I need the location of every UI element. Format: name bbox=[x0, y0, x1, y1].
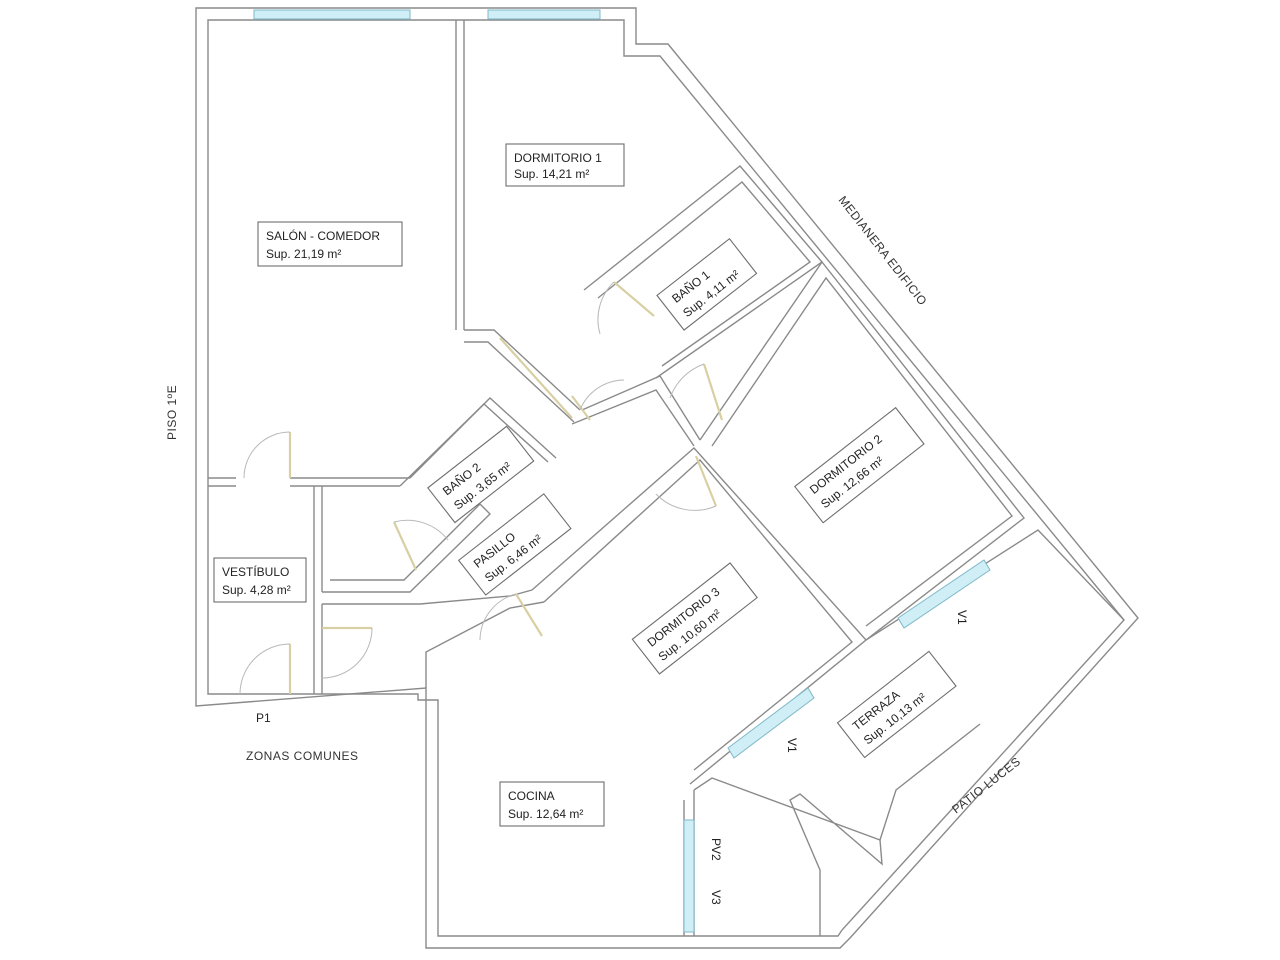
label-p1: P1 bbox=[256, 711, 271, 725]
doors bbox=[239, 281, 724, 695]
room-dormitorio3: DORMITORIO 3 Sup. 10,60 m² bbox=[631, 562, 758, 675]
label-piso: PISO 1ºE bbox=[165, 385, 179, 440]
window-salon bbox=[253, 9, 411, 20]
door-bano2 bbox=[393, 521, 417, 571]
room-salon-area: Sup. 21,19 m² bbox=[266, 247, 341, 261]
window-dormitorio2 bbox=[897, 559, 991, 629]
window-dormitorio1 bbox=[487, 9, 601, 20]
label-v1-dormitorio3: V1 bbox=[785, 738, 799, 753]
room-salon: SALÓN - COMEDOR Sup. 21,19 m² bbox=[257, 221, 403, 267]
room-dormitorio2: DORMITORIO 2 Sup. 12,66 m² bbox=[794, 406, 925, 524]
door-dormitorio2 bbox=[702, 363, 724, 421]
interior-walls bbox=[208, 20, 1125, 936]
label-zonas-comunes: ZONAS COMUNES bbox=[246, 749, 359, 763]
room-bano2: BAÑO 2 Sup. 3,65 m² bbox=[427, 425, 535, 524]
window-cocina bbox=[683, 819, 695, 933]
door-cocina bbox=[515, 593, 543, 637]
room-cocina-area: Sup. 12,64 m² bbox=[508, 807, 583, 821]
room-dormitorio1-area: Sup. 14,21 m² bbox=[514, 167, 589, 181]
room-dormitorio1: DORMITORIO 1 Sup. 14,21 m² bbox=[505, 143, 625, 187]
room-cocina-name: COCINA bbox=[508, 789, 555, 803]
room-terraza: TERRAZA Sup. 10,13 m² bbox=[836, 650, 957, 759]
room-salon-name: SALÓN - COMEDOR bbox=[266, 228, 380, 243]
outer-walls bbox=[195, 7, 1139, 949]
label-pv2: PV2 bbox=[709, 838, 723, 861]
label-medianera: MEDIANERA EDIFICIO bbox=[836, 193, 930, 308]
door-dormitorio1-leaf bbox=[499, 337, 573, 419]
room-vestibulo-area: Sup. 4,28 m² bbox=[222, 583, 291, 597]
label-v1-dormitorio2: V1 bbox=[955, 610, 969, 625]
windows bbox=[253, 9, 991, 933]
label-patio-luces: PATIO LUCES bbox=[949, 754, 1023, 816]
label-v3: V3 bbox=[709, 890, 723, 905]
room-vestibulo-name: VESTÍBULO bbox=[222, 564, 289, 579]
door-bano1 bbox=[613, 281, 655, 317]
room-vestibulo: VESTÍBULO Sup. 4,28 m² bbox=[213, 557, 307, 603]
room-cocina: COCINA Sup. 12,64 m² bbox=[499, 781, 605, 827]
door-dormitorio3 bbox=[694, 455, 718, 507]
room-dormitorio1-name: DORMITORIO 1 bbox=[514, 151, 602, 165]
window-dormitorio3 bbox=[727, 687, 815, 759]
room-bano1: BAÑO 1 Sup. 4,11 m² bbox=[656, 237, 758, 331]
